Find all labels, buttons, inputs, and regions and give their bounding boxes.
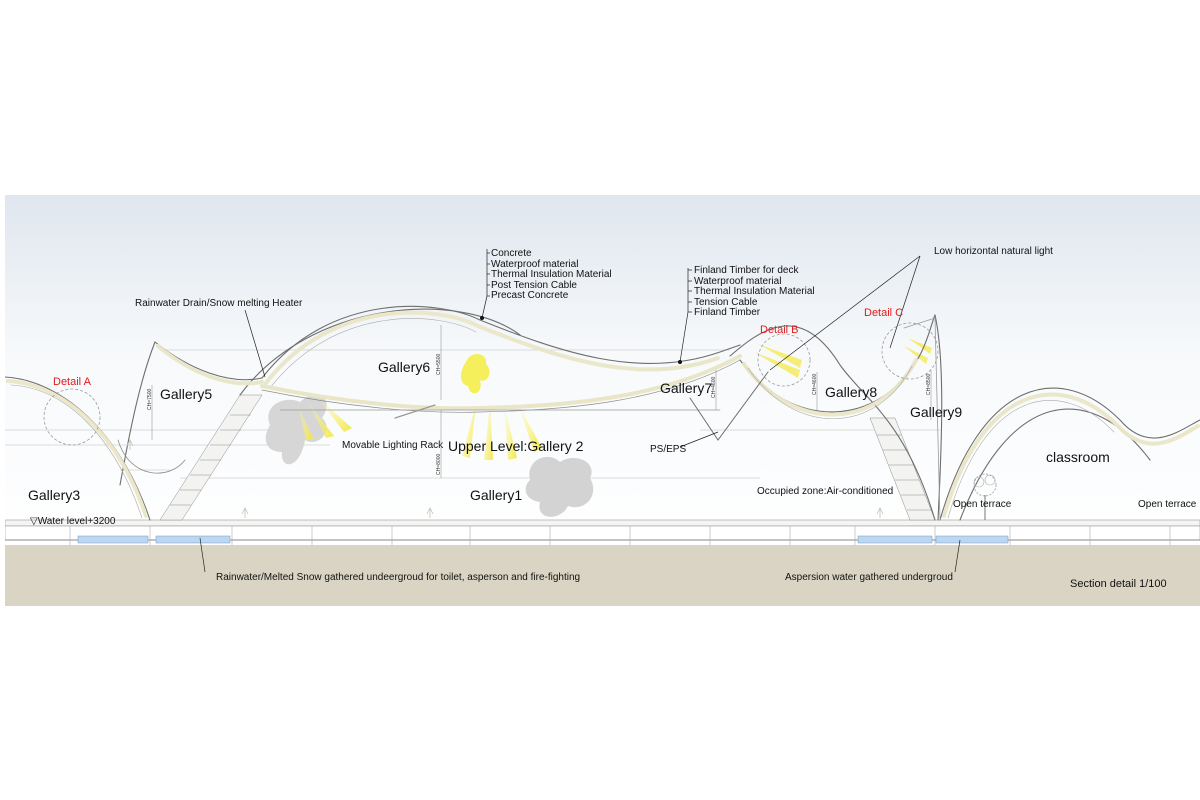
roof-layers-marker — [480, 316, 484, 320]
roof-layer-item: Thermal Insulation Material — [491, 269, 612, 280]
floor-lines — [5, 349, 940, 479]
gallery3-label: Gallery3 — [28, 487, 80, 503]
deck-layers-marker — [678, 360, 682, 364]
deck-layers-list: Finland Timber for deck Waterproof mater… — [694, 265, 815, 318]
occupied-zone-label: Occupied zone:Air-conditioned — [757, 486, 893, 497]
sculpture-center — [525, 456, 594, 517]
roof-layer-item: Precast Concrete — [491, 290, 569, 301]
gallery6-label: Gallery6 — [378, 359, 430, 375]
detail-a-label: Detail A — [53, 376, 92, 388]
roof-layer-item: Concrete — [491, 248, 532, 259]
base-slab — [5, 519, 1200, 545]
water-tank-right-2 — [935, 535, 1009, 544]
ceiling-height-g9: CH=8500 — [926, 374, 932, 395]
gallery7-label: Gallery7 — [660, 380, 712, 396]
roof-layer-item: Waterproof material — [491, 259, 578, 270]
low-light-label: Low horizontal natural light — [934, 246, 1053, 257]
water-tank-left-1 — [77, 535, 149, 544]
ceiling-height-g6: CH=5500 — [436, 354, 442, 375]
aspersion-gathered-label: Aspersion water gathered undergroud — [785, 572, 953, 583]
classroom-label: classroom — [1046, 449, 1110, 465]
ceiling-height-g2: CH=8000 — [436, 454, 442, 475]
movable-lighting-label: Movable Lighting Rack — [342, 440, 444, 451]
deck-layer-item: Tension Cable — [694, 297, 758, 308]
rainwater-gathered-label: Rainwater/Melted Snow gathered undeergro… — [216, 572, 580, 583]
water-tank-left-2 — [155, 535, 231, 544]
roof-layers-list: Concrete Waterproof material Thermal Ins… — [491, 248, 612, 301]
leader-lines — [199, 249, 961, 573]
roof-shells — [5, 305, 1200, 521]
gallery1-label: Gallery1 — [470, 487, 522, 503]
detail-c-label: Detail C — [864, 307, 903, 319]
deck-layer-item: Finland Timber for deck — [694, 265, 799, 276]
sculpture-left — [265, 394, 327, 465]
rainwater-drain-label: Rainwater Drain/Snow melting Heater — [135, 298, 303, 309]
detail-circles — [43, 322, 939, 446]
open-terrace-label-2: Open terrace — [1138, 499, 1197, 510]
roof-layer-item: Post Tension Cable — [491, 280, 577, 291]
gallery5-label: Gallery5 — [160, 386, 212, 402]
deck-layer-item: Thermal Insulation Material — [694, 286, 815, 297]
open-terrace-label-1: Open terrace — [953, 499, 1012, 510]
tree-icon — [973, 473, 997, 520]
ceiling-height-g8: CH=4600 — [812, 374, 818, 395]
deck-layer-item: Finland Timber — [694, 307, 761, 318]
water-level-label: ▽Water level+3200 — [30, 516, 116, 527]
light-beams — [298, 338, 932, 460]
gallery9-label: Gallery9 — [910, 404, 962, 420]
ceiling-height-g5: CH=7500 — [147, 389, 153, 410]
section-title: Section detail 1/100 — [1070, 578, 1167, 590]
deck-layer-item: Waterproof material — [694, 276, 781, 287]
stair-left — [159, 394, 263, 521]
water-tank-right-1 — [857, 535, 933, 544]
gallery8-label: Gallery8 — [825, 384, 877, 400]
ps-eps-label: PS/EPS — [650, 444, 686, 455]
plant-icons — [126, 439, 884, 518]
ceiling-height-marks: CH=7500 CH=5500 CH=8000 CH=4600 CH=4600 … — [147, 325, 932, 478]
upper-level-gallery2-label: Upper Level:Gallery 2 — [448, 438, 584, 454]
sky-background — [5, 195, 1200, 545]
detail-b-label: Detail B — [760, 324, 799, 336]
ceiling-height-g7: CH=4600 — [711, 377, 717, 398]
light-sculpture — [461, 353, 490, 394]
ground — [5, 545, 1200, 606]
